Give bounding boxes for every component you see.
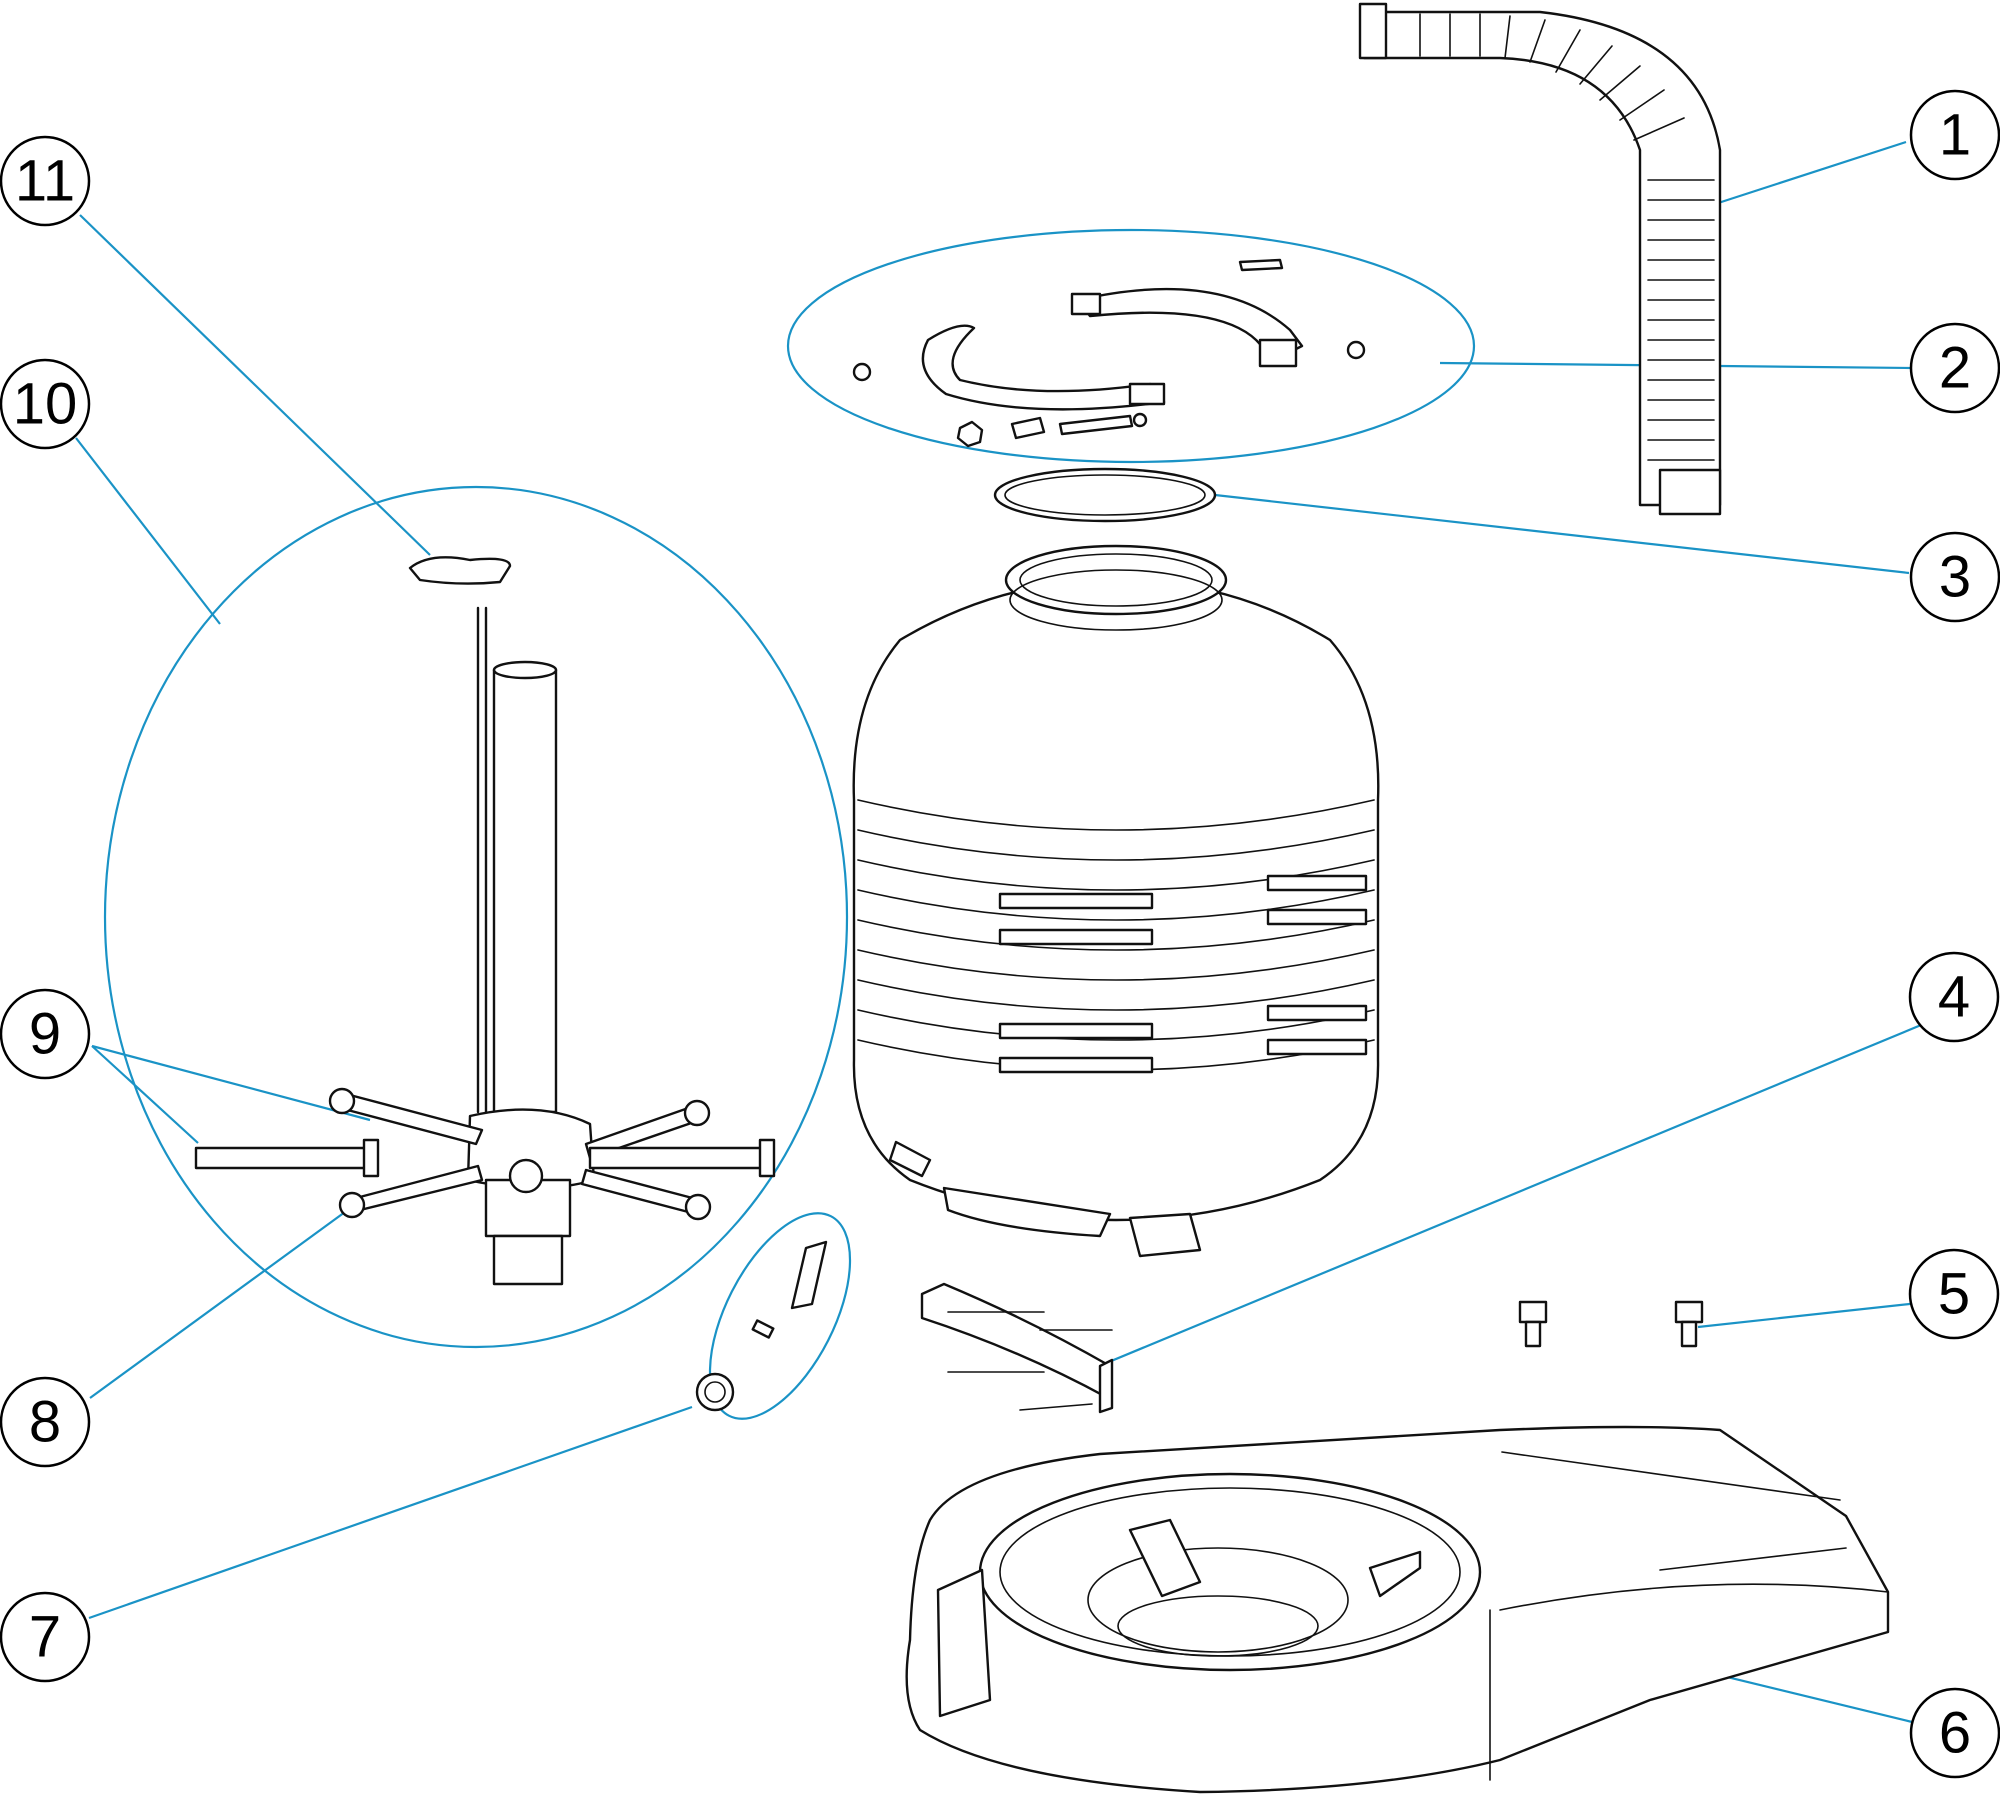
leader-5 [1697, 1298, 1947, 1329]
callout-8: 8 [0, 1376, 91, 1468]
callout-11-label: 11 [15, 149, 75, 214]
callout-7-label: 7 [29, 1605, 61, 1670]
filter-tank [852, 544, 1380, 1258]
drain-plug-kit [695, 1240, 828, 1412]
leader-9a [91, 1044, 371, 1122]
leader-9b [91, 1045, 199, 1144]
callout-5: 5 [1908, 1248, 2000, 1340]
lateral-assembly-ring [103, 485, 849, 1349]
callout-11: 11 [0, 135, 91, 227]
callout-8-label: 8 [29, 1390, 61, 1455]
o-ring [993, 467, 1217, 523]
drain-kit-ring [708, 1212, 852, 1420]
callout-1: 1 [1909, 89, 2000, 181]
mounting-bolts [1518, 1300, 1704, 1348]
callout-9-label: 9 [29, 1002, 61, 1067]
callout-10-label: 10 [13, 372, 78, 437]
leader-11 [79, 214, 431, 556]
tank-support [920, 1282, 1114, 1414]
leader-7 [88, 1405, 693, 1620]
leader-4 [1074, 1011, 1951, 1378]
callout-4: 4 [1908, 951, 2000, 1043]
callout-10: 10 [0, 358, 91, 450]
clamp-kit-ring [786, 228, 1476, 464]
callout-2-label: 2 [1939, 336, 1971, 401]
clamp-ring-kit [852, 258, 1366, 448]
callout-3-label: 3 [1939, 545, 1971, 610]
callout-6: 6 [1909, 1687, 2000, 1779]
callout-3: 3 [1909, 531, 2000, 623]
callout-9: 9 [0, 988, 91, 1080]
callout-2: 2 [1909, 322, 2000, 414]
leader-8 [89, 1211, 346, 1399]
callout-4-label: 4 [1938, 965, 1970, 1030]
leader-10 [75, 437, 221, 625]
callout-7: 7 [0, 1591, 91, 1683]
callout-6-label: 6 [1939, 1701, 1971, 1766]
lateral-assembly [194, 556, 776, 1286]
callout-1-label: 1 [1939, 103, 1971, 168]
callout-5-label: 5 [1938, 1262, 1970, 1327]
leader-lines [75, 140, 1951, 1724]
flexible-hose [1358, 2, 1722, 516]
filter-base [905, 1425, 1890, 1794]
leader-3 [1214, 493, 1910, 575]
